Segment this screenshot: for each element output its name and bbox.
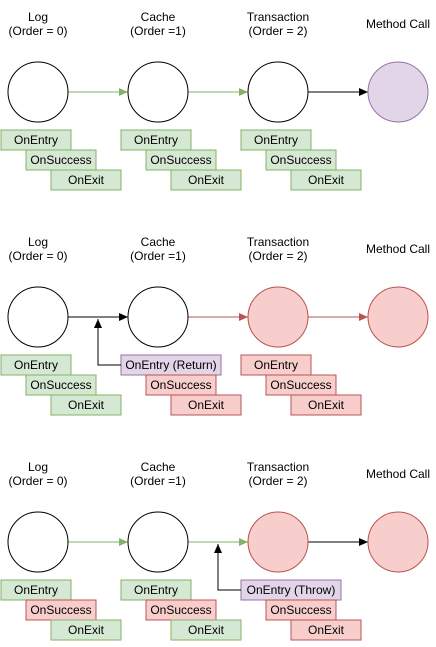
node-circle-method-call [367,61,429,123]
node-title: Transaction [247,10,309,24]
node-title: Cache [141,460,176,474]
callback-box [290,619,362,641]
node-circle-transaction [247,511,309,573]
node-order: (Order =1) [130,24,186,38]
callback-label: OnSuccess [270,378,331,392]
node-order: (Order = 2) [248,24,307,38]
node-order: (Order = 0) [8,249,67,263]
scenario-transaction-throw: Log(Order = 0) Cache(Order =1) Transaction… [0,460,430,641]
node-order: (Order =1) [130,474,186,488]
node-circle-transaction [247,61,309,123]
callback-box [170,619,242,641]
node-title: Cache [141,10,176,24]
node-order: (Order = 2) [248,474,307,488]
node-order: (Order = 0) [8,24,67,38]
node-order: (Order =1) [130,249,186,263]
callback-label: OnExit [188,398,225,412]
node-circle-method-call [367,286,429,348]
node-title: Log [28,460,48,474]
node-circle-transaction [247,286,309,348]
callback-label: OnEntry [134,583,178,597]
callback-label: OnEntry (Return) [125,358,216,372]
scenario-cache-return: Log(Order = 0) Cache(Order =1) Transaction… [0,235,430,416]
callback-label: OnEntry [254,358,298,372]
node-circle-cache [127,511,189,573]
callback-label: OnEntry [14,583,58,597]
node-title: Cache [141,235,176,249]
callback-label: OnExit [308,398,345,412]
callback-label: OnExit [188,173,225,187]
node-title: Log [28,235,48,249]
node-circle-log [7,61,69,123]
callback-label: OnEntry [134,133,178,147]
node-circle-cache [127,286,189,348]
callback-label: OnEntry (Throw) [247,583,336,597]
node-circle-method-call [367,511,429,573]
callback-label: OnSuccess [150,603,211,617]
callback-label: OnEntry [14,133,58,147]
callback-box [290,394,362,416]
node-circle-log [7,286,69,348]
callback-label: OnExit [68,173,105,187]
node-title: Method Call [366,467,430,481]
callback-label: OnExit [308,173,345,187]
callback-label: OnSuccess [270,603,331,617]
callback-label: OnSuccess [150,153,211,167]
callback-box [50,169,122,191]
callback-box [50,619,122,641]
short-circuit-connector [94,319,121,366]
node-title: Method Call [366,17,430,31]
node-title: Transaction [247,235,309,249]
callback-box [50,394,122,416]
callback-label: OnExit [188,623,225,637]
callback-label: OnEntry [14,358,58,372]
callback-label: OnExit [68,398,105,412]
callback-box [170,169,242,191]
callback-label: OnSuccess [30,603,91,617]
callback-box [290,169,362,191]
node-circle-log [7,511,69,573]
callback-label: OnExit [68,623,105,637]
node-title: Transaction [247,460,309,474]
short-circuit-connector [214,544,241,591]
callback-label: OnSuccess [150,378,211,392]
callback-label: OnSuccess [30,153,91,167]
node-title: Log [28,10,48,24]
node-circle-cache [127,61,189,123]
node-order: (Order = 2) [248,249,307,263]
callback-label: OnEntry [254,133,298,147]
node-order: (Order = 0) [8,474,67,488]
callback-label: OnSuccess [30,378,91,392]
callback-label: OnSuccess [270,153,331,167]
scenario-normal: Log(Order = 0) Cache(Order =1) Transaction… [0,10,430,191]
node-title: Method Call [366,242,430,256]
callback-box [170,394,242,416]
callback-label: OnExit [308,623,345,637]
